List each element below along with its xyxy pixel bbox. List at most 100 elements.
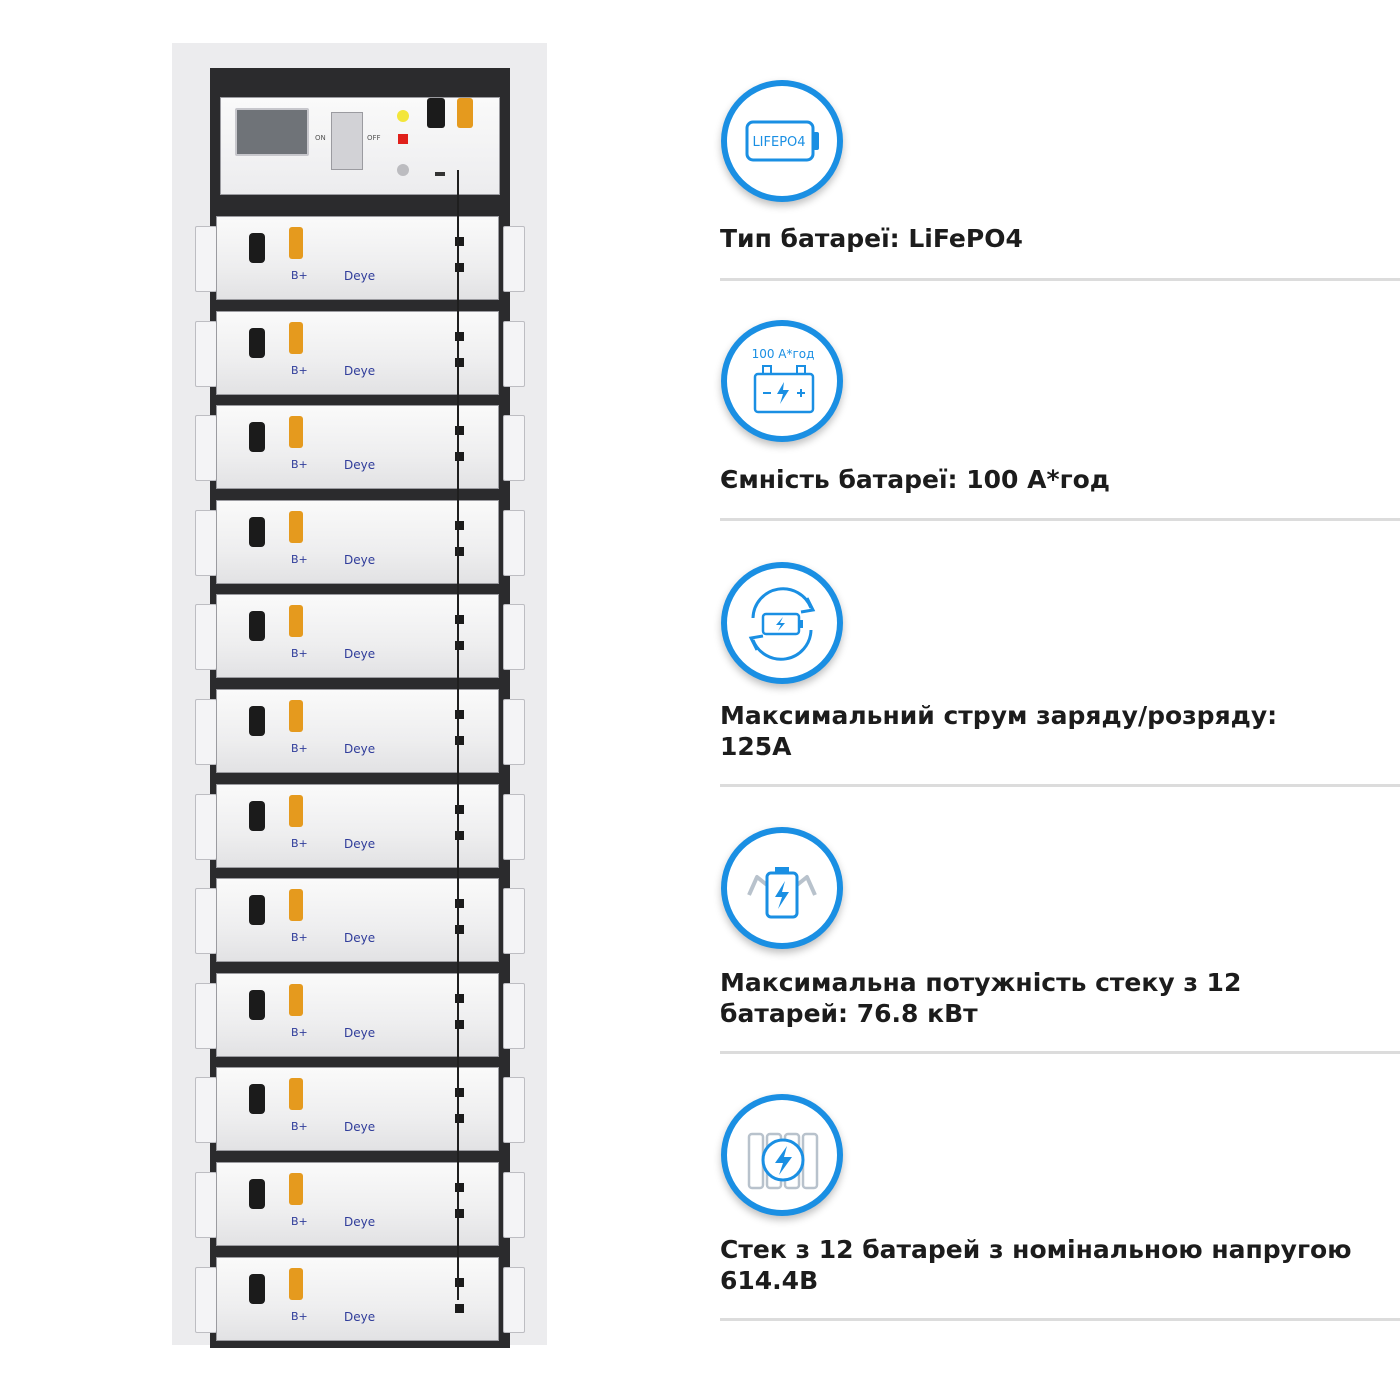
rack-rail-right <box>503 226 525 292</box>
comm-port-icon <box>455 899 464 908</box>
rack-rail-right <box>503 983 525 1049</box>
battery-module: B+Deye <box>216 784 499 868</box>
rack-rail-left <box>195 510 217 576</box>
comm-port-icon <box>455 263 464 272</box>
negative-plug-icon <box>249 1274 265 1304</box>
positive-plug-icon <box>289 984 303 1016</box>
comm-port-icon <box>455 925 464 934</box>
battery-module: B+ Deye <box>216 311 499 395</box>
battery-chemistry-icon: LIFEPO4 <box>721 80 843 202</box>
positive-plug-icon <box>289 227 303 259</box>
bms-display-screen <box>235 108 309 156</box>
battery-capacity-icon: 100 А*год <box>721 320 843 442</box>
negative-plug-icon <box>249 895 265 925</box>
feature-label: Стек з 12 батарей з номінальною напругою… <box>720 1234 1352 1296</box>
positive-plug-icon <box>289 416 303 448</box>
feature-line: Тип батареї: LiFePO4 <box>720 224 1023 253</box>
terminal-label: B+ <box>291 269 308 282</box>
feature-label: Максимальна потужність стеку з 12 батаре… <box>720 967 1241 1029</box>
rack-rail-left <box>195 415 217 481</box>
communication-cable <box>457 170 459 1300</box>
rack-rail-left <box>195 794 217 860</box>
negative-terminal-plug <box>427 98 445 128</box>
brand-label: Deye <box>344 553 376 567</box>
positive-plug-icon <box>289 1078 303 1110</box>
terminal-label: B+ <box>291 647 308 660</box>
comm-port-icon <box>455 1020 464 1029</box>
rack-rail-right <box>503 699 525 765</box>
rack-rail-right <box>503 415 525 481</box>
brand-label: Deye <box>344 1310 376 1324</box>
divider <box>720 1051 1400 1054</box>
negative-plug-icon <box>249 1179 265 1209</box>
feature-line: Максимальний струм заряду/розряду: <box>720 701 1278 730</box>
battery-module: B+Deye <box>216 405 499 489</box>
negative-plug-icon <box>249 1084 265 1114</box>
battery-module: B+Deye <box>216 500 499 584</box>
battery-stack-icon <box>721 1094 843 1216</box>
negative-plug-icon <box>249 328 265 358</box>
rack-rail-right <box>503 604 525 670</box>
negative-plug-icon <box>249 990 265 1020</box>
negative-plug-icon <box>249 801 265 831</box>
battery-module: B+ Deye <box>216 594 499 678</box>
comm-port-icon <box>455 1183 464 1192</box>
strong-battery-icon <box>721 827 843 949</box>
charge-cycle-icon <box>721 562 843 684</box>
terminal-label: B+ <box>291 1215 308 1228</box>
positive-plug-icon <box>289 700 303 732</box>
bms-control-module: ON OFF <box>220 97 500 195</box>
positive-plug-icon <box>289 1173 303 1205</box>
battery-module: B+Deye <box>216 878 499 962</box>
comm-port-icon <box>455 1088 464 1097</box>
terminal-label: B+ <box>291 837 308 850</box>
rack-rail-right <box>503 1267 525 1333</box>
feature-line: 614.4В <box>720 1266 819 1295</box>
battery-module: B+Deye <box>216 973 499 1057</box>
battery-module: B+ Deye <box>216 216 499 300</box>
brand-label: Deye <box>344 1215 376 1229</box>
negative-plug-icon <box>249 517 265 547</box>
brand-label: Deye <box>344 364 376 378</box>
comm-port-icon <box>455 710 464 719</box>
feature-line: Ємність батареї: 100 А*год <box>720 465 1110 494</box>
icon-text-lifepo4: LIFEPO4 <box>752 135 805 150</box>
icon-text-capacity: 100 А*год <box>752 347 815 361</box>
terminal-label: B+ <box>291 364 308 377</box>
rack-rail-right <box>503 794 525 860</box>
feature-line: батарей: 76.8 кВт <box>720 999 978 1028</box>
comm-port-icon <box>455 1114 464 1123</box>
feature-line: 125А <box>720 732 792 761</box>
usb-port-icon <box>435 172 445 176</box>
comm-port-icon <box>455 1278 464 1287</box>
comm-port-icon <box>455 615 464 624</box>
comm-port-icon <box>455 237 464 246</box>
divider <box>720 1318 1400 1321</box>
divider <box>720 518 1400 521</box>
battery-module: B+Deye <box>216 689 499 773</box>
comm-port-icon <box>455 452 464 461</box>
negative-plug-icon <box>249 706 265 736</box>
switch-off-label: OFF <box>367 134 381 142</box>
feature-line: Стек з 12 батарей з номінальною напругою <box>720 1235 1352 1264</box>
positive-terminal-plug <box>457 98 473 128</box>
rack-rail-left <box>195 604 217 670</box>
rack-rail-left <box>195 1077 217 1143</box>
feature-label: Максимальний струм заряду/розряду: 125А <box>720 700 1277 762</box>
comm-port-icon <box>455 994 464 1003</box>
brand-label: Deye <box>344 1120 376 1134</box>
positive-plug-icon <box>289 322 303 354</box>
brand-label: Deye <box>344 647 376 661</box>
comm-port-icon <box>455 641 464 650</box>
comm-port-icon <box>455 805 464 814</box>
feature-label: Ємність батареї: 100 А*год <box>720 464 1110 495</box>
brand-label: Deye <box>344 269 376 283</box>
rack-rail-left <box>195 321 217 387</box>
terminal-label: B+ <box>291 742 308 755</box>
positive-plug-icon <box>289 511 303 543</box>
positive-plug-icon <box>289 889 303 921</box>
comm-port-icon <box>455 1209 464 1218</box>
comm-port-icon <box>455 831 464 840</box>
brand-label: Deye <box>344 458 376 472</box>
divider <box>720 784 1400 787</box>
